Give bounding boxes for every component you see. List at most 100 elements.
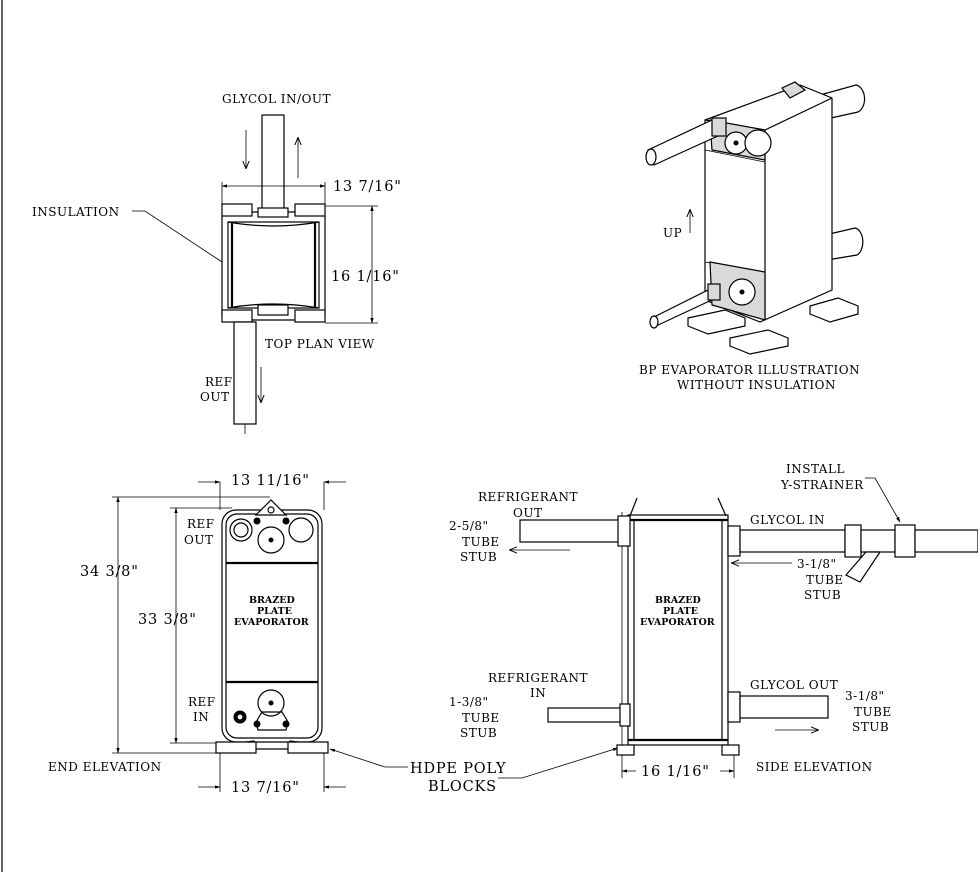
glycol-in-stub-line2: TUBE — [806, 573, 844, 587]
end-elevation-title: END ELEVATION — [48, 760, 162, 774]
side-elevation: BRAZED PLATE EVAPORATOR REFRIGERANT OUT … — [449, 462, 978, 780]
bolt — [253, 720, 261, 728]
port-center — [268, 700, 274, 706]
port-center — [268, 537, 274, 543]
ref-out-pipe — [233, 321, 257, 425]
pipe-fitting — [727, 525, 741, 557]
illustration-block — [687, 309, 746, 335]
illustration-block — [729, 329, 789, 355]
glycol-in-stub-line1: 3-1/8" — [797, 557, 837, 571]
hdpe-label-line2: BLOCKS — [428, 779, 497, 795]
port-ring — [233, 522, 249, 538]
illustration-block — [809, 297, 859, 323]
top-height-dimension: 16 1/16" — [331, 269, 400, 285]
illustration-lift-lug — [781, 81, 807, 99]
plan-curve — [227, 303, 320, 309]
side-body-text-line2: PLATE — [663, 606, 698, 617]
hdpe-block — [616, 744, 635, 756]
glycol-port — [288, 517, 314, 543]
bolt — [282, 720, 290, 728]
pipe-union — [844, 524, 862, 558]
end-body-text-line1: BRAZED — [249, 595, 295, 606]
pipe-fitting — [707, 283, 721, 301]
ref-out-label-line2: OUT — [200, 390, 229, 404]
glycol-supply-pipe — [914, 529, 978, 553]
plan-foot — [221, 203, 253, 217]
install-line2: Y-STRAINER — [780, 478, 864, 492]
pipe-fitting — [727, 691, 741, 723]
ref-in-port-inner — [236, 713, 244, 721]
pipe-fitting — [619, 703, 631, 727]
in-stub-line1: 1-3/8" — [449, 695, 489, 709]
illustration-port — [744, 129, 772, 157]
top-width-dimension: 13 7/16" — [333, 179, 402, 195]
hdpe-block — [215, 741, 257, 754]
refrigerant-in-line1: REFRIGERANT — [488, 671, 588, 685]
plan-foot — [294, 309, 326, 323]
top-plan-view: GLYCOL IN/OUT 13 7/16" 16 1/16" — [32, 92, 402, 434]
illustration-port-center — [739, 289, 745, 295]
end-overall-height-dimension: 34 3/8" — [80, 564, 139, 580]
glycol-out-pipe — [739, 695, 829, 719]
y-strainer-leg — [845, 551, 882, 583]
plan-foot — [294, 203, 326, 217]
illustration-port-center — [733, 140, 739, 146]
insulation-leader — [132, 210, 223, 263]
top-plan-view-title: TOP PLAN VIEW — [265, 337, 375, 351]
bp-evaporator-illustration: UP BP EVAPORATOR ILLUSTRATION WITHOUT IN… — [639, 81, 866, 392]
refrigerant-out-line1: REFRIGERANT — [478, 490, 578, 504]
glycol-in-out-label: GLYCOL IN/OUT — [222, 92, 331, 106]
end-ref-out-line1: REF — [187, 517, 215, 531]
hdpe-callout: HDPE POLY BLOCKS — [329, 747, 619, 795]
lug-hole — [267, 506, 275, 514]
plan-curve — [227, 221, 320, 227]
out-stub-line1: 2-5/8" — [449, 519, 489, 533]
hdpe-leader-right — [498, 747, 619, 779]
plan-flange — [257, 304, 289, 316]
end-ref-out-line2: OUT — [184, 533, 213, 547]
glycol-out-label: GLYCOL OUT — [750, 678, 838, 692]
bolt — [253, 517, 261, 525]
side-body-text-line3: EVAPORATOR — [640, 617, 715, 628]
refrigerant-out-line2: OUT — [513, 506, 542, 520]
hdpe-block — [287, 741, 329, 754]
illustration-edge — [764, 97, 833, 131]
pipe-fitting — [617, 515, 631, 547]
pipe-union — [894, 524, 916, 558]
lug-line — [629, 497, 638, 517]
out-stub-line2: TUBE — [462, 535, 500, 549]
end-body-text-line3: EVAPORATOR — [234, 617, 309, 628]
out-stub-line3: STUB — [460, 550, 497, 564]
plan-foot — [221, 309, 253, 323]
illustration-caption-line2: WITHOUT INSULATION — [677, 378, 836, 392]
install-line1: INSTALL — [786, 462, 845, 476]
end-ref-in-line1: REF — [188, 695, 216, 709]
glycol-out-stub-line1: 3-1/8" — [845, 689, 885, 703]
up-label: UP — [663, 226, 682, 240]
insulation-label: INSULATION — [32, 205, 120, 219]
end-body-height-dimension: 33 3/8" — [138, 612, 197, 628]
pipe-end — [649, 315, 659, 329]
lug-line — [717, 497, 727, 517]
glycol-out-stub-line3: STUB — [852, 720, 889, 734]
in-stub-line3: STUB — [460, 726, 497, 740]
glycol-in-pipe — [739, 529, 846, 553]
illustration-plate-line — [704, 149, 766, 163]
pipe-end — [645, 148, 657, 166]
side-elevation-title: SIDE ELEVATION — [756, 760, 873, 774]
bolt — [282, 517, 290, 525]
pipe-fitting — [711, 117, 727, 137]
side-body-text-line1: BRAZED — [655, 595, 701, 606]
install-leader — [865, 477, 901, 523]
refrigerant-in-pipe — [547, 707, 623, 723]
in-stub-line2: TUBE — [462, 711, 500, 725]
ref-out-label-line1: REF — [205, 375, 233, 389]
base-frame — [245, 740, 299, 750]
dimension-text-mask — [636, 761, 720, 776]
rear-lower-pipe — [824, 227, 864, 261]
strainer-body — [860, 529, 896, 553]
refrigerant-out-pipe — [519, 519, 621, 543]
ref-out-port — [229, 518, 253, 542]
end-bottom-width-dimension: 13 7/16" — [231, 780, 300, 796]
